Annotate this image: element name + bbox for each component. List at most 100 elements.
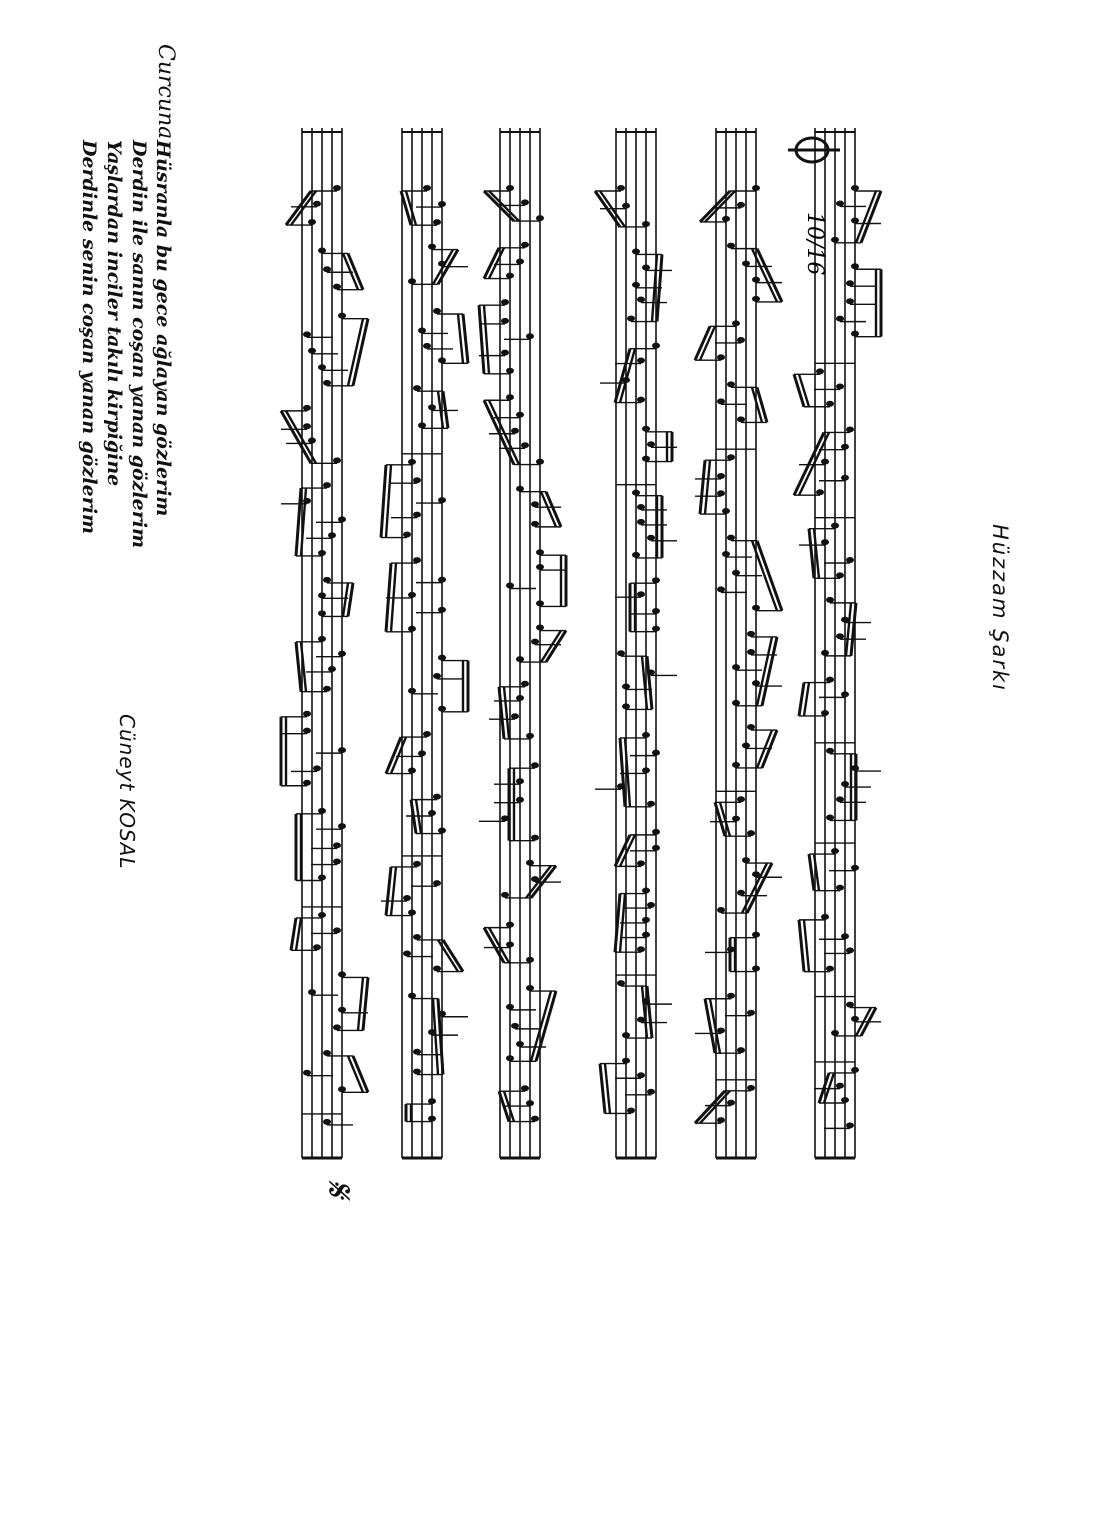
note-beam: [477, 305, 486, 374]
note-beam: [299, 641, 308, 692]
note-head: [732, 815, 740, 822]
note-beam: [822, 1072, 836, 1104]
note-head: [408, 687, 416, 694]
note-beam: [812, 853, 821, 891]
note-beam: [718, 801, 732, 837]
note-head: [841, 443, 849, 450]
note-head: [637, 591, 645, 598]
note-head: [438, 497, 446, 504]
note-head: [622, 202, 630, 209]
note-head: [846, 1122, 854, 1129]
note-head: [752, 276, 760, 283]
note-head: [506, 941, 514, 948]
segno-icon: 𝄋: [315, 1179, 362, 1197]
note-head: [752, 185, 760, 191]
note-head: [531, 762, 539, 769]
note-head: [403, 950, 411, 957]
note-beam: [618, 737, 627, 807]
note-head: [308, 347, 316, 354]
note-head: [642, 931, 650, 938]
note-head: [413, 933, 421, 940]
note-head: [318, 364, 326, 371]
note-beam: [482, 247, 501, 280]
note-head: [433, 672, 441, 679]
note-beam: [544, 491, 563, 528]
note-head: [428, 1098, 436, 1105]
note-beam: [431, 998, 440, 1075]
note-head: [617, 650, 625, 657]
note-head: [637, 1016, 645, 1023]
note-head: [652, 749, 660, 756]
note-head: [318, 247, 326, 254]
note-beam: [802, 682, 811, 717]
note-head: [521, 680, 529, 687]
note-beam: [384, 866, 393, 916]
note-beam: [650, 254, 659, 322]
note-head: [333, 283, 341, 290]
note-head: [632, 489, 640, 496]
note-head: [737, 416, 745, 423]
note-beam: [713, 801, 727, 837]
note-head: [428, 810, 436, 817]
note-beam: [755, 247, 784, 303]
note-head: [846, 947, 854, 954]
note-head: [408, 591, 416, 598]
note-head: [536, 549, 544, 556]
note-beam: [792, 373, 806, 408]
note-head: [622, 683, 630, 690]
note-head: [841, 933, 849, 940]
note-head: [727, 381, 735, 388]
note-beam: [698, 460, 707, 515]
note-head: [841, 1096, 849, 1103]
note-head: [831, 522, 839, 529]
note-head: [851, 263, 859, 270]
note-beam: [693, 1089, 727, 1125]
note-head: [506, 1055, 514, 1062]
note-head: [742, 857, 750, 864]
note-beam: [341, 582, 350, 617]
note-beam: [525, 864, 552, 899]
note-beam: [456, 313, 465, 364]
note-beam: [807, 853, 816, 891]
note-head: [821, 539, 829, 546]
note-head: [506, 1003, 514, 1010]
note-beam: [693, 325, 712, 361]
note-head: [536, 215, 544, 222]
note-head: [428, 1115, 436, 1122]
note-head: [737, 796, 745, 803]
note-beam: [640, 656, 649, 710]
note-beam: [613, 834, 632, 868]
note-head: [642, 887, 650, 894]
note-head: [531, 520, 539, 527]
note-head: [642, 916, 650, 923]
note-head: [742, 742, 750, 749]
note-head: [501, 349, 509, 356]
note-head: [338, 312, 346, 319]
note-head: [303, 710, 311, 717]
note-head: [433, 965, 441, 972]
note-head: [526, 985, 534, 992]
note-head: [308, 437, 316, 444]
note-beam: [750, 248, 779, 303]
note-head: [816, 368, 824, 375]
note-beam: [797, 919, 806, 972]
note-beam: [645, 656, 654, 710]
note-head: [501, 815, 509, 822]
note-beam: [482, 305, 491, 374]
note-head: [737, 1047, 745, 1054]
note-head: [511, 427, 519, 434]
note-head: [652, 844, 660, 851]
note-beam: [859, 1006, 878, 1037]
note-beam: [482, 399, 516, 466]
note-head: [836, 884, 844, 891]
note-head: [408, 909, 416, 916]
note-beam: [745, 862, 774, 914]
note-beam: [294, 917, 303, 951]
note-beam: [294, 641, 303, 692]
note-head: [821, 458, 829, 465]
note-head: [323, 379, 331, 386]
note-head: [318, 592, 326, 599]
note-head: [318, 911, 326, 918]
note-beam: [384, 736, 403, 775]
note-head: [732, 761, 740, 768]
